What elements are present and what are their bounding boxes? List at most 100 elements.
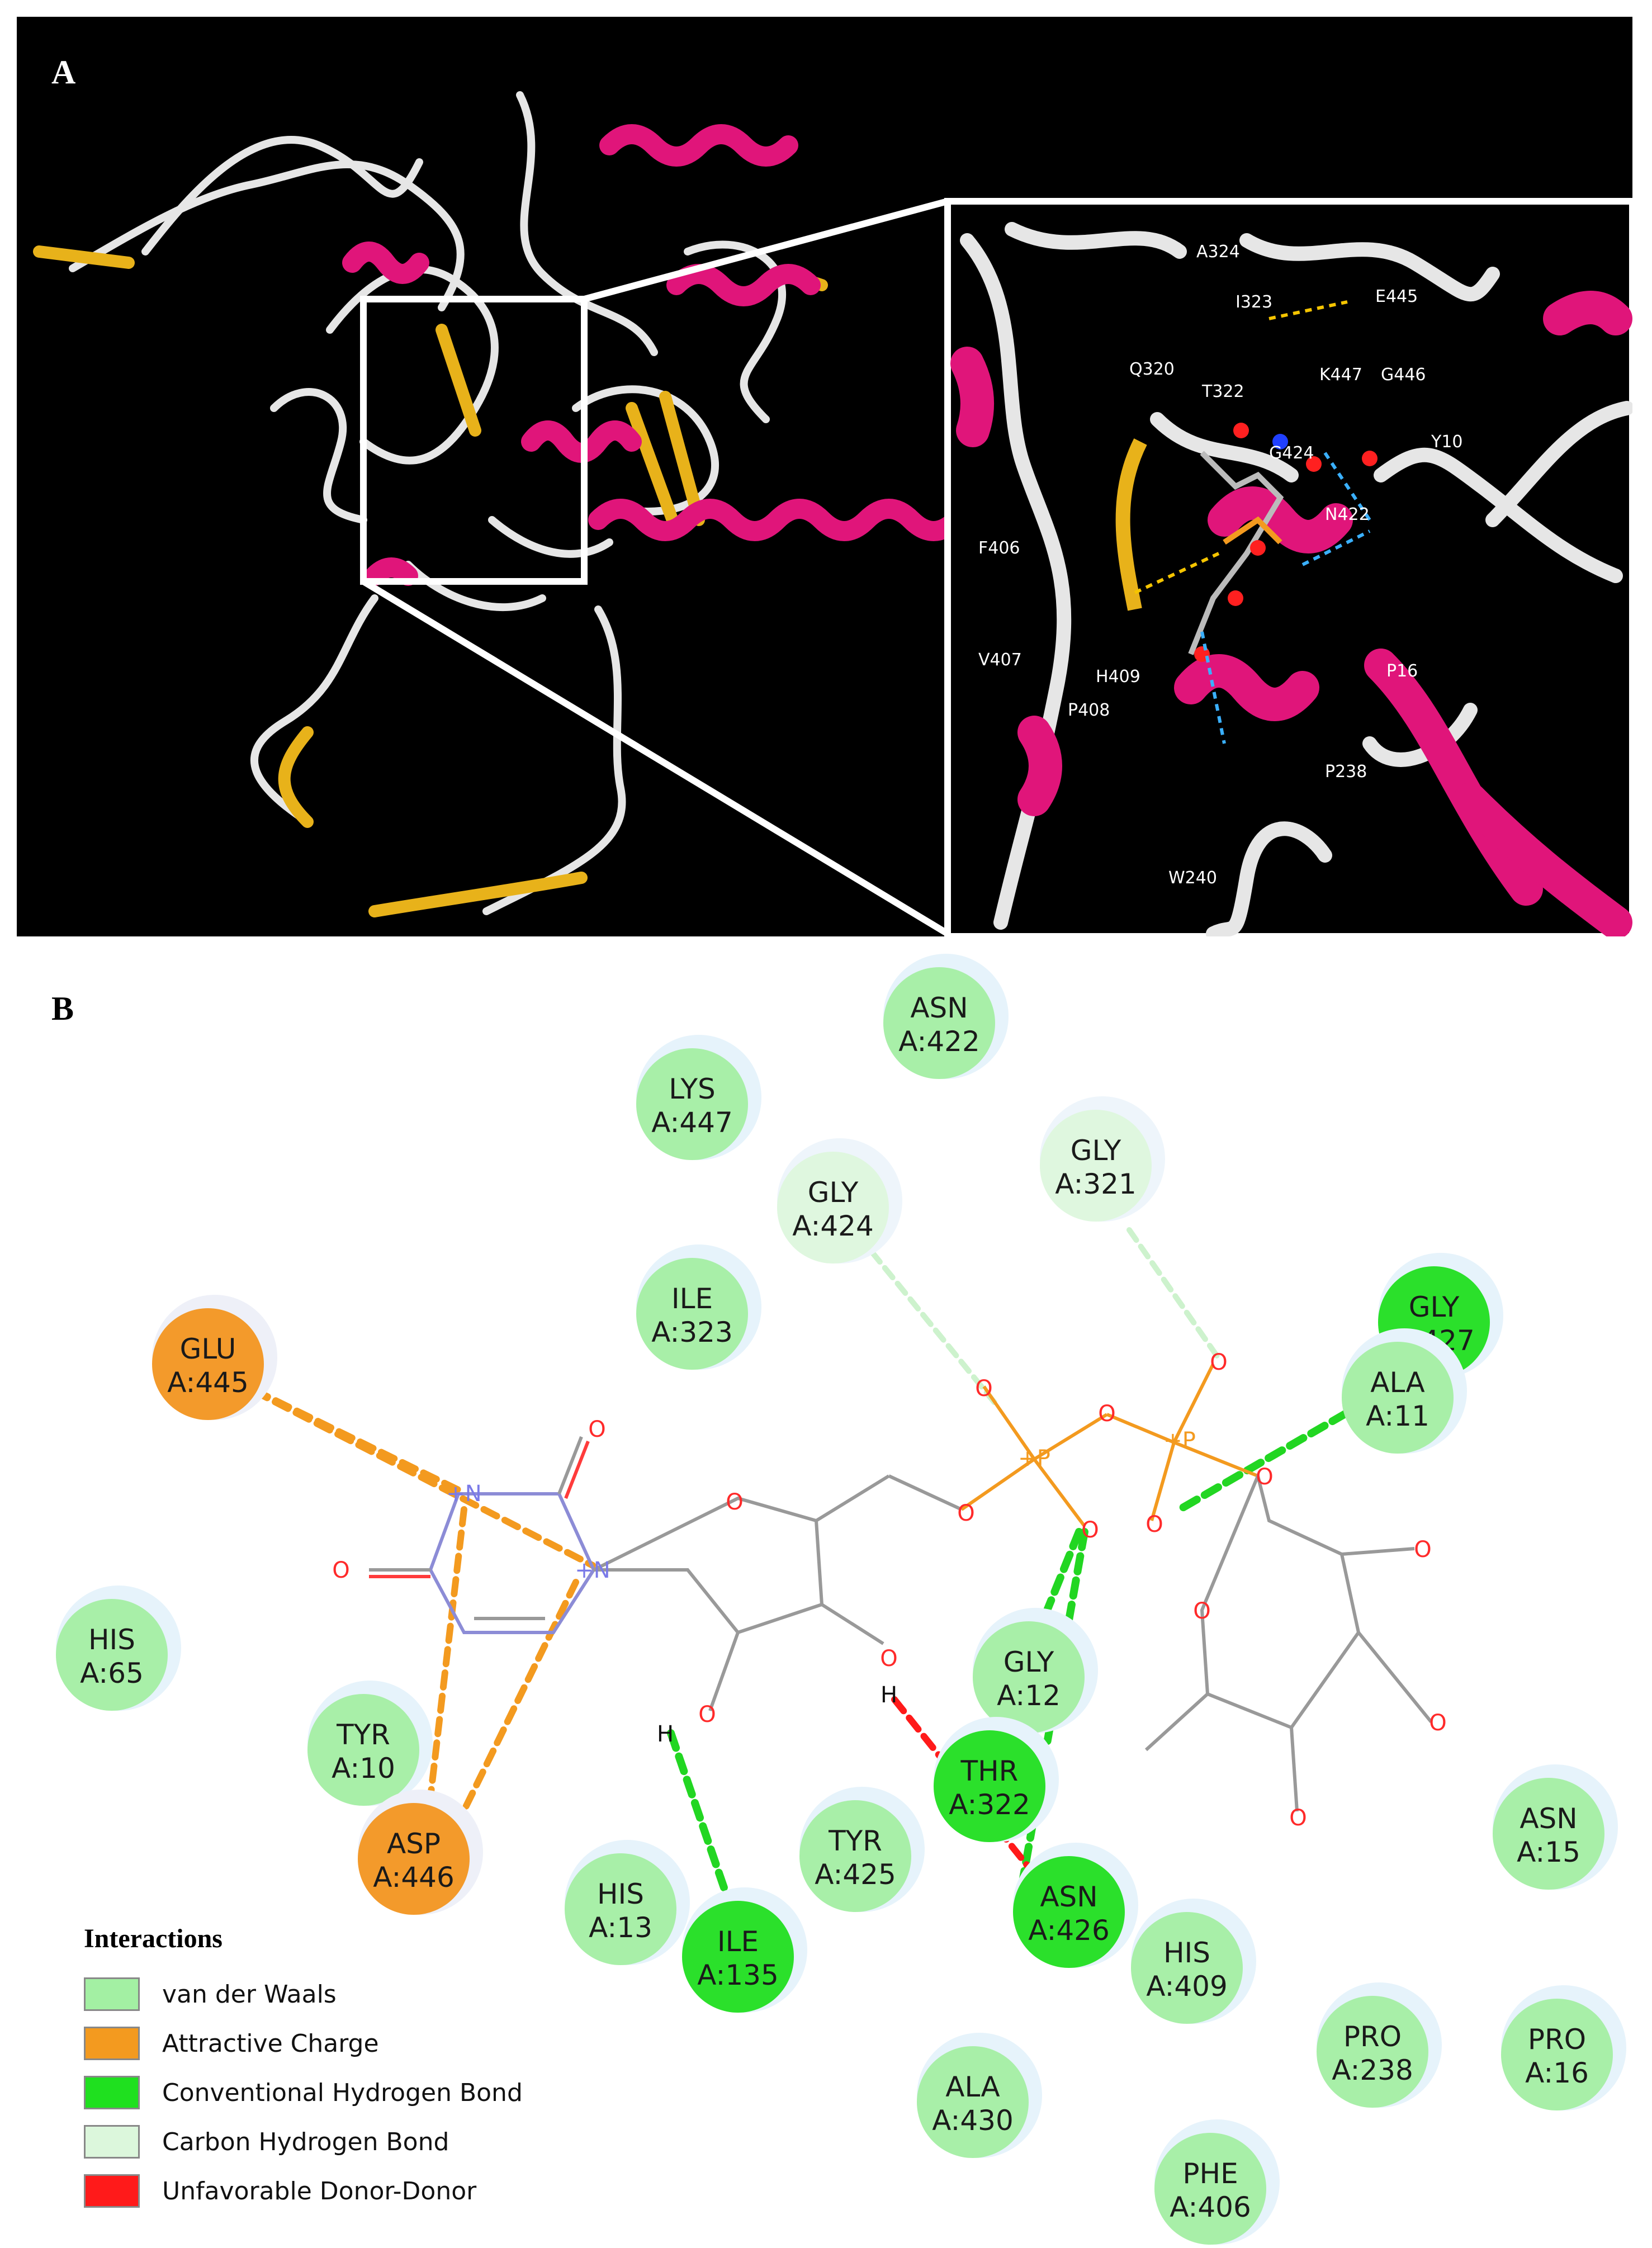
residue-id: A:238	[1332, 2054, 1413, 2086]
panel-a-label: A	[51, 54, 76, 91]
atom-o: O	[1289, 1805, 1307, 1831]
residue-name: ALA	[1370, 1366, 1424, 1399]
legend-swatch	[84, 1977, 140, 2011]
residue-circle	[799, 1800, 911, 1912]
residue-circle	[682, 1901, 794, 2013]
legend-item-unfavorable-donor-donor: Unfavorable Donor-Donor	[84, 2166, 523, 2216]
residue-label: F406	[978, 538, 1020, 558]
legend-swatch	[84, 2125, 140, 2159]
atom-n-plus: +N	[575, 1558, 610, 1583]
residue-label: T322	[1201, 382, 1244, 401]
residue-label: Y10	[1431, 432, 1463, 452]
residue-name: ILE	[717, 1925, 759, 1958]
residue-label: W240	[1168, 868, 1217, 888]
residue-circle	[917, 2046, 1029, 2158]
atom-o: O	[880, 1646, 897, 1672]
atom-o: O	[957, 1501, 974, 1526]
residue-label: G424	[1269, 443, 1314, 463]
residue-label: V407	[978, 650, 1022, 670]
legend-label: Carbon Hydrogen Bond	[162, 2127, 449, 2156]
residue-circle	[307, 1694, 419, 1806]
residue-circle	[1501, 1999, 1613, 2110]
residue-circle	[636, 1048, 748, 1160]
atom-o: O	[1098, 1401, 1115, 1427]
residue-id: A:430	[932, 2104, 1014, 2137]
residue-name: ASN	[1520, 1802, 1577, 1835]
residue-name: HIS	[88, 1624, 135, 1656]
residue-id: A:445	[167, 1366, 249, 1399]
residue-id: A:15	[1517, 1836, 1580, 1868]
residue-name: GLU	[180, 1333, 236, 1365]
residue-label: N422	[1325, 505, 1370, 524]
residue-name: GLY	[1409, 1291, 1460, 1323]
residue-name: ALA	[945, 2071, 1000, 2103]
protein-structure-render: A324 I323 E445 Q320 K447 T322 G446 Y10 G…	[17, 17, 1632, 936]
atom-p-plus: +P	[1018, 1446, 1050, 1471]
overview-coils	[69, 91, 787, 915]
residue-label: K447	[1319, 365, 1362, 385]
legend-label: Unfavorable Donor-Donor	[162, 2176, 477, 2206]
residue-id: A:425	[815, 1858, 896, 1891]
residue-circle	[777, 1152, 889, 1263]
residue-id: A:426	[1028, 1914, 1110, 1947]
residue-id: A:11	[1366, 1400, 1429, 1432]
residue-name: ASN	[1040, 1881, 1097, 1913]
legend-item-vdw: van der Waals	[84, 1970, 523, 2019]
atom-o: O	[1145, 1512, 1163, 1537]
residue-circle	[152, 1308, 264, 1420]
residue-id: A:446	[373, 1861, 455, 1894]
residue-id: A:447	[651, 1106, 733, 1139]
atom-o: O	[975, 1376, 992, 1402]
residue-label: P238	[1325, 762, 1367, 782]
residue-label: Q320	[1129, 359, 1175, 379]
inset-sheet	[1115, 438, 1147, 611]
residue-circle	[1040, 1110, 1152, 1222]
residue-circle	[358, 1803, 470, 1915]
atom-o: O	[1256, 1464, 1273, 1490]
residue-circle	[1154, 2133, 1266, 2245]
legend-title: Interactions	[84, 1924, 223, 1953]
residue-name: THR	[960, 1755, 1019, 1787]
residue-label: P408	[1068, 701, 1110, 720]
residue-id: A:424	[792, 1210, 874, 1242]
residue-circle	[1013, 1856, 1125, 1968]
inset-helices	[950, 291, 1632, 936]
residue-id: A:16	[1525, 2057, 1589, 2089]
residue-name: LYS	[669, 1073, 716, 1105]
interactions-legend: Interactions van der Waals Attractive Ch…	[84, 1923, 523, 2216]
inset-residue-labels: A324 I323 E445 Q320 K447 T322 G446 Y10 G…	[978, 242, 1463, 888]
atom-o: O	[332, 1558, 349, 1583]
legend-item-conventional-hbond: Conventional Hydrogen Bond	[84, 2068, 523, 2117]
residue-name: PHE	[1182, 2157, 1238, 2190]
residue-label: I323	[1236, 292, 1272, 312]
residue-id: A:321	[1055, 1168, 1137, 1200]
residue-circle	[1317, 1996, 1428, 2108]
residue-bubbles: ASNA:422LYSA:447GLYA:424GLYA:321ILEA:323…	[56, 954, 1626, 2245]
legend-swatch	[84, 2076, 140, 2109]
residue-name: PRO	[1528, 2023, 1586, 2056]
residue-label: P16	[1386, 661, 1418, 681]
ligand-structure	[369, 1363, 1433, 1812]
residue-circle	[934, 1730, 1045, 1842]
panel-b-label: B	[51, 990, 74, 1027]
legend-item-attractive-charge: Attractive Charge	[84, 2019, 523, 2068]
atom-o: O	[698, 1702, 716, 1728]
residue-label: E445	[1375, 287, 1418, 306]
residue-circle	[1493, 1778, 1604, 1890]
residue-circle	[56, 1599, 168, 1711]
residue-id: A:12	[997, 1679, 1061, 1712]
residue-name: GLY	[1071, 1134, 1121, 1167]
